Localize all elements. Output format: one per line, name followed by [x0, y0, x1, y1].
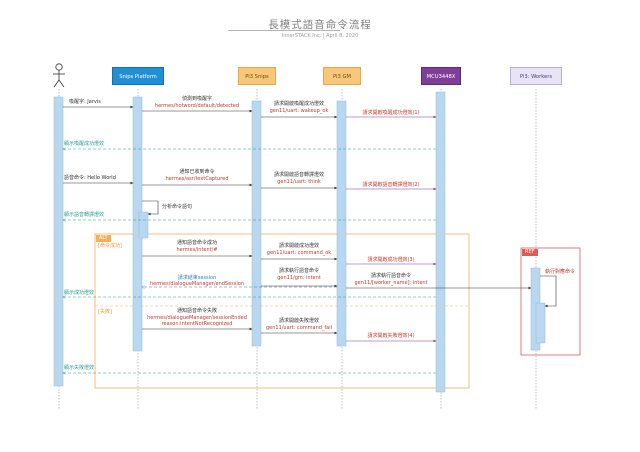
- alt-condition-success: [命令成功]: [98, 243, 122, 249]
- label-m4: 請求開啟喚醒成功燈效(1): [362, 110, 420, 116]
- label-m12a: 通知語音命令成功: [176, 240, 217, 246]
- label-m3a: 請求開啟喚醒成功燈效: [273, 101, 324, 107]
- label-m10: 分析命令語句: [162, 204, 193, 210]
- label-m14: 請求開啟成功燈效(3): [367, 257, 415, 263]
- label-m7a: 通知已收到命令: [179, 169, 215, 175]
- label-m20a: 通知語音命令失敗: [176, 308, 217, 314]
- label-m19: 顯示成功燈效: [64, 290, 95, 296]
- label-m15b: gen11/gm: intent: [277, 275, 321, 281]
- alt-condition-fail: [失敗]: [98, 309, 112, 315]
- label-m8a: 請求開啟語音轉譯燈效: [273, 172, 324, 178]
- activation-user: [53, 96, 64, 387]
- user-actor-icon: [53, 63, 65, 88]
- label-m22: 請求開啟失敗燈效(4): [367, 333, 415, 339]
- participant-mcu[interactable]: MCU3448X: [421, 67, 461, 85]
- ref-frame: [520, 247, 581, 356]
- activation-workers-self: [535, 302, 546, 344]
- label-m3b: gen11/uart: wakeup_ok: [269, 108, 329, 114]
- label-m21b: gen11/uart: command_fail: [265, 325, 333, 331]
- label-m13b: gen11/uart: command_ok: [266, 250, 332, 256]
- participant-workers[interactable]: Pi3: Workers: [510, 67, 562, 85]
- forward-arrows: [63, 105, 557, 335]
- alt-frame: [94, 233, 470, 389]
- ref-frame-tag: REF: [522, 249, 538, 256]
- label-m18b: hermes/dialogueManager/endSession: [149, 281, 245, 287]
- alt-frame-tag: ALT: [96, 235, 111, 242]
- label-m15a: 請求執行語音命令: [278, 268, 319, 274]
- label-m21a: 請求開啟失敗燈效: [278, 318, 319, 324]
- return-arrows: [63, 149, 436, 373]
- participant-snips-platform[interactable]: Snips Platform: [112, 67, 164, 85]
- label-m13a: 請求開啟成功燈效: [278, 243, 319, 249]
- label-m20b: hermes/dialogueManager/sessionEnded: [147, 315, 247, 321]
- label-m16a: 請求執行語音命令: [370, 273, 411, 279]
- label-m18a: 請求結束session: [177, 275, 217, 281]
- arrow-m10-self: [142, 200, 159, 216]
- label-m2b: hermes/hotword/default/detected: [154, 103, 240, 109]
- label-m5: 顯示喚醒成功燈效: [64, 141, 105, 147]
- activation-snips-self: [138, 211, 149, 239]
- activations: [53, 91, 546, 393]
- label-m7b: hermes/asr/textCaptured: [165, 176, 229, 182]
- label-m8b: gen11/uart: think: [277, 179, 321, 185]
- label-m16b: gen11/[worker_name]: intent: [354, 280, 428, 286]
- label-m20c: reason:intentNotRecognized: [161, 321, 233, 327]
- label-m2a: 偵測到喚醒字: [181, 96, 212, 102]
- label-m12b: hermes/intent/#: [176, 247, 218, 253]
- diagram-title: 長模式語音命令流程: [268, 19, 372, 31]
- participant-pi3-gm[interactable]: Pi3 GM: [323, 67, 361, 85]
- arrow-m17-self: [540, 275, 557, 308]
- activation-pi3-gm: [336, 100, 347, 347]
- activation-mcu: [435, 91, 446, 393]
- diagram-subtitle: InnerSTACK Inc. | April 8, 2020: [281, 33, 359, 39]
- label-m9: 請求開啟語音轉譯燈效(2): [362, 182, 420, 188]
- label-m11: 顯示語音轉譯燈效: [64, 212, 105, 218]
- mcu-arrows: [346, 115, 437, 343]
- label-m1: 喚醒字: Jarvis: [69, 99, 101, 105]
- label-m6: 語音命令: Hello World: [64, 175, 116, 181]
- label-m17: 執行對應命令: [545, 269, 576, 275]
- label-m23: 顯示失敗燈效: [64, 365, 95, 371]
- participant-pi3-snips[interactable]: Pi3 Snips: [238, 67, 276, 85]
- activation-pi3-snips: [251, 100, 262, 347]
- title-divider: [228, 30, 340, 31]
